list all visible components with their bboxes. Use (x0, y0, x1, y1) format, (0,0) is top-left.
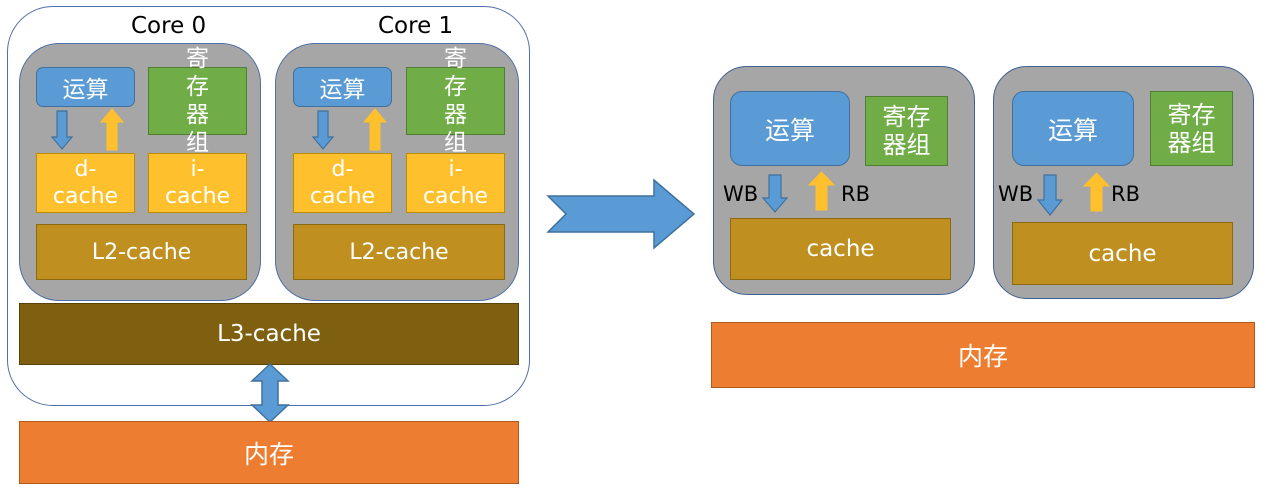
core-1-alu: 运算 (293, 67, 392, 107)
core-0-dcache: d-cache (36, 153, 135, 213)
right-core-1-write-back-arrow-icon (1036, 174, 1064, 216)
core-1-l2-cache: L2-cache (293, 224, 505, 280)
right-core-1-wb-label: WB (998, 182, 1034, 206)
right-core-1-alu: 运算 (1012, 91, 1134, 166)
l3-cache: L3-cache (19, 303, 519, 365)
core-0-title: Core 0 (131, 13, 207, 39)
core-0-registers: 寄存器组 (148, 46, 247, 156)
core-1-registers: 寄存器组 (406, 46, 505, 156)
l3-memory-bidirectional-arrow-icon (250, 362, 290, 424)
right-core-0-rb-label: RB (841, 182, 870, 206)
core-1-dcache: d-cache (293, 153, 392, 213)
core-1-down-arrow-icon (311, 110, 335, 150)
memory-right: 内存 (711, 322, 1255, 388)
right-core-0-wb-label: WB (723, 182, 759, 206)
right-core-1-registers: 寄存器组 (1150, 91, 1233, 166)
core-1-icache: i-cache (406, 153, 505, 213)
right-core-1-rb-label: RB (1111, 182, 1140, 206)
core-1-title: Core 1 (378, 13, 454, 39)
core-0-up-arrow-icon (99, 108, 125, 151)
right-core-0-cache: cache (730, 218, 951, 280)
core-0-alu: 运算 (36, 67, 135, 107)
core-0-down-arrow-icon (50, 110, 74, 150)
right-core-0-write-back-arrow-icon (761, 174, 789, 213)
right-core-0-read-back-arrow-icon (807, 171, 836, 211)
right-core-1-read-back-arrow-icon (1082, 172, 1111, 212)
right-core-0-registers: 寄存器组 (865, 96, 948, 166)
transition-arrow-icon (546, 178, 696, 250)
core-1-up-arrow-icon (362, 108, 388, 151)
memory-left: 内存 (19, 421, 519, 484)
core-0-icache: i-cache (148, 153, 247, 213)
right-core-0-alu: 运算 (730, 91, 850, 166)
right-core-1-cache: cache (1012, 222, 1233, 285)
core-0-l2-cache: L2-cache (36, 224, 247, 280)
